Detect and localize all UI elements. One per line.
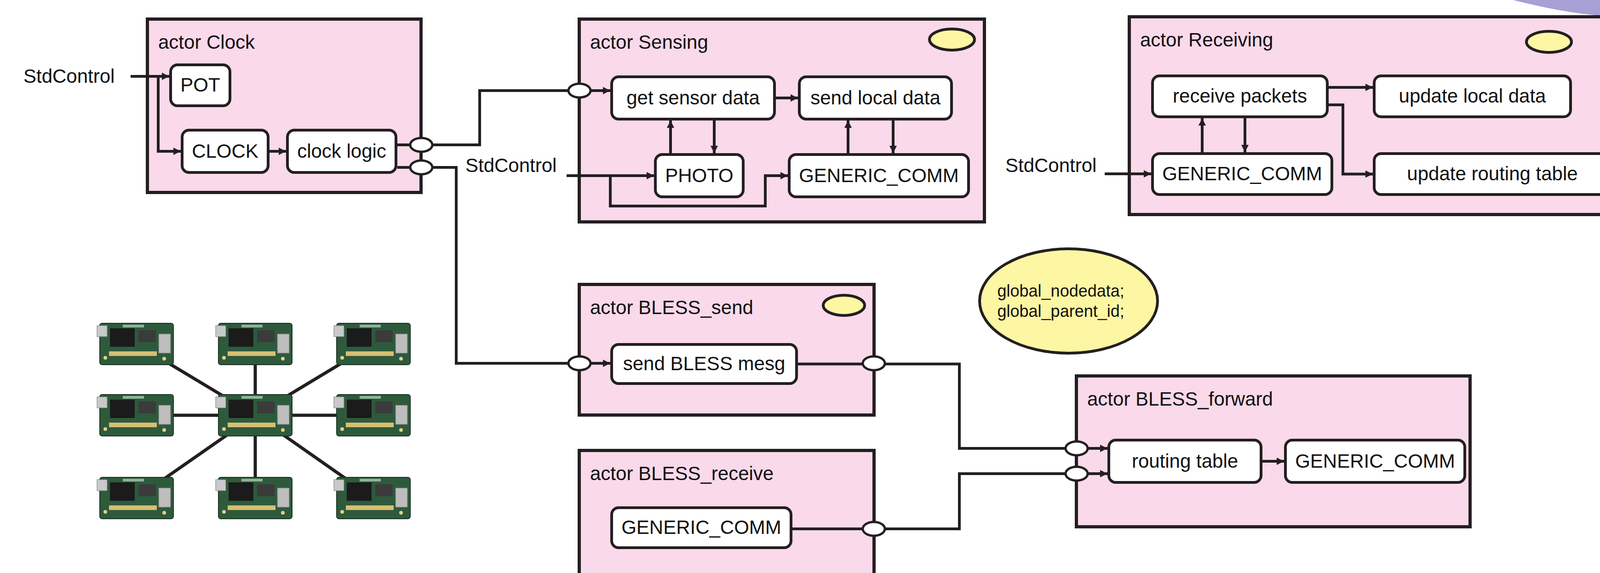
actor-box: actor ClockPOT CLOCK clock logic: [145, 17, 423, 195]
component-box: PHOTO: [653, 153, 745, 199]
component-box: receive packets: [1151, 74, 1329, 119]
actor-heading: actor BLESS_send: [590, 296, 754, 320]
actor-box: actor Sensing get sensor data send local d…: [577, 17, 987, 224]
component-box: CLOCK: [180, 128, 270, 174]
component-label: GENERIC_COMM: [1162, 162, 1323, 185]
ellipse-shape: [979, 248, 1158, 354]
connector-arrow: [712, 120, 716, 154]
signal-label: StdControl: [465, 154, 557, 178]
component-box: POT: [169, 63, 232, 108]
variable-list: global_nodedata; global_parent_id;: [997, 281, 1141, 321]
state-oval: [1526, 31, 1572, 53]
output-port: [410, 137, 433, 152]
sensor-mote: [333, 323, 411, 365]
component-box: send BLESS mesg: [610, 343, 798, 385]
actor-heading: actor Sensing: [590, 30, 709, 54]
sensor-mote: [215, 477, 293, 519]
signal-label: StdControl: [23, 64, 115, 88]
component-box: update routing table: [1372, 152, 1600, 196]
component-label: update local data: [1399, 85, 1547, 108]
component-box: routing table: [1107, 438, 1263, 484]
actor-box: actor BLESS_forwardrouting table GENERIC_…: [1074, 374, 1472, 529]
connector-arrow: [397, 90, 611, 145]
component-box: get sensor data: [610, 75, 776, 121]
sensor-mote: [97, 477, 174, 519]
component-box: clock logic: [286, 128, 398, 174]
sensor-mote: [215, 394, 293, 436]
title-swoosh: [1513, 0, 1600, 16]
control-wire: [1104, 172, 1152, 176]
signal-label: StdControl: [1005, 154, 1097, 178]
component-label: CLOCK: [191, 140, 259, 163]
connector-arrow: [891, 120, 895, 154]
component-box: update local data: [1372, 74, 1572, 119]
component-label: update routing table: [1406, 162, 1578, 185]
ellipse-outline: [977, 246, 1160, 356]
component-label: routing table: [1131, 450, 1239, 473]
component-box: GENERIC_COMM: [1284, 438, 1467, 484]
sensor-mote: [97, 323, 174, 365]
actor-heading: actor Clock: [158, 30, 255, 54]
connector-arrow: [792, 473, 1108, 529]
actor-heading: actor Receiving: [1140, 28, 1274, 52]
output-port: [862, 521, 885, 536]
component-label: receive packets: [1172, 85, 1308, 108]
connector-arrow: [846, 120, 850, 154]
connector-arrow: [775, 96, 798, 100]
component-label: GENERIC_COMM: [798, 164, 959, 187]
sensor-mote: [215, 323, 293, 365]
component-box: GENERIC_COMM: [787, 153, 970, 199]
component-label: send BLESS mesg: [623, 352, 786, 375]
output-port: [862, 356, 885, 371]
actor-box: actor BLESS_receiveGENERIC_COMM: [577, 448, 876, 573]
component-box: GENERIC_COMM: [610, 506, 793, 550]
sensor-mote: [333, 477, 411, 519]
component-label: POT: [180, 74, 220, 97]
output-port: [410, 160, 433, 175]
connector-arrow: [269, 149, 287, 153]
connector-arrow: [1328, 104, 1373, 175]
connector-arrow: [797, 364, 1108, 449]
component-label: get sensor data: [626, 86, 760, 109]
actor-heading: actor BLESS_receive: [590, 462, 774, 486]
connector-arrow: [1243, 118, 1247, 153]
state-oval: [823, 295, 865, 316]
control-wire: [130, 74, 170, 78]
state-oval: [929, 28, 975, 51]
connector-arrow: [1262, 459, 1285, 463]
connector-arrow: [397, 167, 611, 364]
component-label: GENERIC_COMM: [621, 516, 782, 539]
component-box: GENERIC_COMM: [1151, 152, 1334, 196]
input-port: [1065, 466, 1088, 481]
shared-state-ellipse: global_nodedata; global_parent_id;: [977, 246, 1160, 356]
connector-arrow: [1328, 86, 1373, 89]
input-port: [568, 83, 591, 98]
connector-arrow: [669, 120, 672, 154]
component-label: clock logic: [297, 140, 387, 163]
control-wire: [158, 76, 181, 152]
control-wire: [610, 175, 788, 207]
component-label: GENERIC_COMM: [1295, 450, 1456, 473]
component-label: PHOTO: [665, 164, 734, 187]
sensor-mote: [97, 394, 174, 436]
sensor-mote: [333, 394, 411, 436]
actor-heading: actor BLESS_forward: [1087, 387, 1274, 411]
input-port: [1065, 441, 1088, 456]
component-box: send local data: [797, 75, 953, 121]
input-port: [568, 356, 591, 371]
connector-arrow: [1200, 118, 1204, 153]
component-label: send local data: [810, 86, 941, 109]
